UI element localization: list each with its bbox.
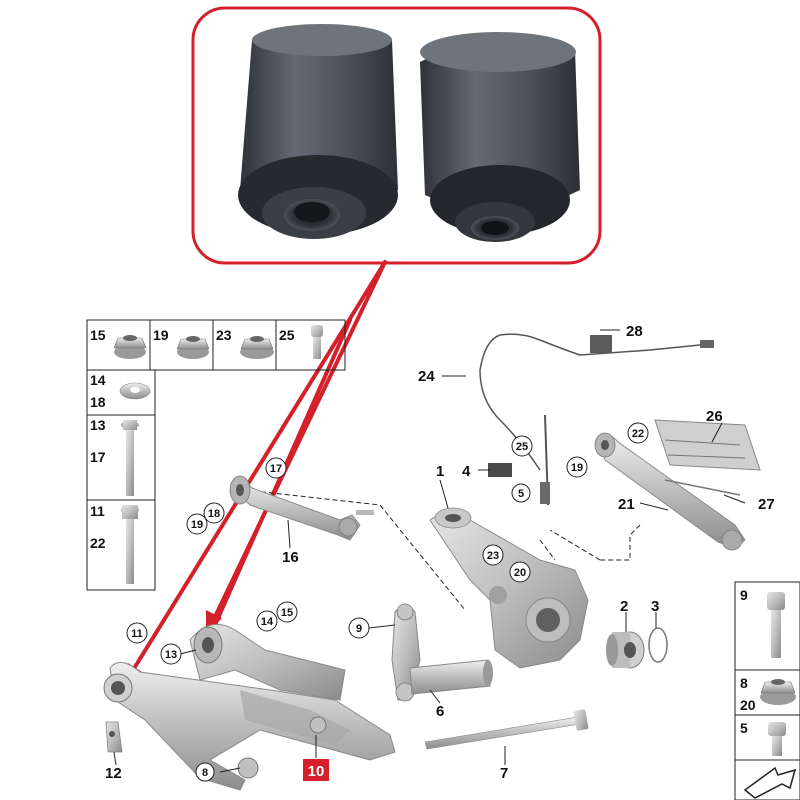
table-label-23: 23 xyxy=(216,327,232,343)
diagram-navigation-arrow-icon[interactable] xyxy=(743,766,797,799)
circled-label-19: 19 xyxy=(571,462,583,474)
hex-bolt-icon xyxy=(768,722,786,756)
bushing-callout xyxy=(191,6,602,265)
circled-label-18: 18 xyxy=(208,508,220,520)
sensor-clip-icon xyxy=(488,463,512,477)
part-label-12: 12 xyxy=(105,765,122,782)
part-label-6: 6 xyxy=(436,703,444,720)
rubber-bushing-icon xyxy=(606,631,645,669)
callout-pointers xyxy=(128,260,387,677)
flange-nut-icon xyxy=(760,679,796,705)
bushing-right-icon xyxy=(420,32,580,242)
circled-label-22: 22 xyxy=(632,428,644,440)
hex-bolt-icon xyxy=(121,420,139,496)
circled-label-13: 13 xyxy=(165,649,177,661)
long-bolt-part xyxy=(424,709,589,750)
part-label-3: 3 xyxy=(651,598,659,615)
circled-label-17: 17 xyxy=(270,463,282,475)
table-label-15: 15 xyxy=(90,327,106,343)
table-label-5: 5 xyxy=(740,720,748,736)
circled-label-5: 5 xyxy=(518,488,524,500)
part-label-2: 2 xyxy=(620,598,628,615)
hex-bolt-icon xyxy=(311,325,323,359)
table-label-25: 25 xyxy=(279,327,295,343)
flange-nut-icon xyxy=(176,336,210,359)
table-label-13: 13 xyxy=(90,417,106,433)
circled-label-11: 11 xyxy=(131,628,143,640)
part-label-4: 4 xyxy=(462,463,471,480)
highlight-label-box xyxy=(303,759,329,781)
upper-control-link xyxy=(229,475,374,541)
table-label-19: 19 xyxy=(153,327,169,343)
part-label-27: 27 xyxy=(758,496,775,513)
circled-label-15: 15 xyxy=(281,607,293,619)
part-label-24: 24 xyxy=(418,368,435,385)
wheel-speed-sensor-icon xyxy=(540,482,550,504)
heat-shield-part xyxy=(654,419,761,496)
sensor-plug-icon xyxy=(700,340,714,348)
shaft-part xyxy=(409,659,493,695)
circled-label-20: 20 xyxy=(514,567,526,579)
circled-label-14: 14 xyxy=(261,616,274,628)
table-label-11: 11 xyxy=(90,503,105,519)
o-ring-icon xyxy=(648,627,668,663)
fastener-table-right xyxy=(734,581,800,800)
flange-nut-icon xyxy=(240,336,274,359)
table-label-20: 20 xyxy=(740,697,756,713)
part-label-1: 1 xyxy=(436,463,444,480)
table-label-14: 14 xyxy=(90,372,106,388)
wheel-carrier-part xyxy=(429,507,589,669)
fastener-table-labels: 15 19 23 25 14 18 13 17 11 22 xyxy=(90,327,295,551)
part-label-7: 7 xyxy=(500,765,508,782)
sensor-connector-icon xyxy=(590,335,612,353)
bushing-left-icon xyxy=(238,24,398,239)
flange-nut-icon xyxy=(113,335,147,359)
circled-label-23: 23 xyxy=(487,550,499,562)
part-label-16: 16 xyxy=(282,549,299,566)
lower-control-arm xyxy=(594,432,746,551)
hex-bolt-icon xyxy=(767,592,785,658)
leader-lines xyxy=(113,329,746,773)
circled-label-9: 9 xyxy=(356,623,362,635)
serrated-washer-icon xyxy=(119,382,151,400)
circled-label-19: 19 xyxy=(191,519,203,531)
table-label-18: 18 xyxy=(90,394,106,410)
hex-bolt-icon xyxy=(121,505,139,584)
highlight-label-10: 10 xyxy=(308,763,325,780)
part-label-21: 21 xyxy=(618,496,635,513)
table-label-17: 17 xyxy=(90,449,106,465)
table-label-9: 9 xyxy=(740,587,748,603)
part-label-26: 26 xyxy=(706,408,723,425)
circled-label-8: 8 xyxy=(202,767,208,779)
circled-label-25: 25 xyxy=(516,441,528,453)
part-label-28: 28 xyxy=(626,323,643,340)
circled-labels xyxy=(126,422,649,782)
table-label-22: 22 xyxy=(90,535,106,551)
bracket-part xyxy=(105,721,123,753)
fastener-table-left xyxy=(86,319,346,591)
trailing-arm-assembly xyxy=(103,623,396,791)
table-label-8: 8 xyxy=(740,675,748,691)
